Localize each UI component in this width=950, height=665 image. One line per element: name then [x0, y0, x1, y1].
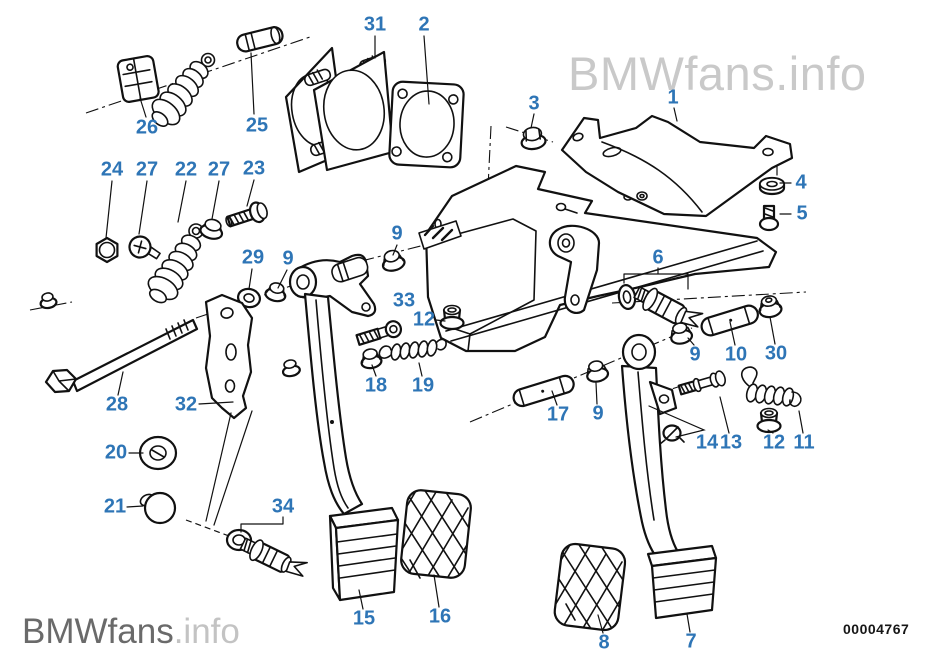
small-nut-left-edge: [39, 292, 58, 310]
part-label-8: 8: [598, 631, 610, 654]
conical-spring-upper: [151, 52, 216, 127]
grommet-part12-right: [756, 407, 782, 434]
part-label-2: 2: [418, 13, 430, 36]
bushing-part9-brake-left: [586, 360, 610, 383]
site-logo: BMWfans.info: [22, 612, 240, 652]
bushing-part9-clutch: [381, 249, 406, 272]
bolt-part33: [355, 320, 403, 346]
part-label-34: 34: [271, 495, 295, 518]
part-label-22: 22: [174, 158, 198, 181]
part-label-9-brake-left: 9: [592, 402, 604, 425]
flange-plate-part2: [388, 80, 465, 169]
site-logo-suffix: .info: [173, 612, 240, 651]
bushing-pin-part25: [236, 26, 284, 53]
part-label-27-left: 27: [135, 158, 159, 181]
clutch-switch-part34: [225, 528, 308, 577]
brake-switch-part6: [617, 284, 704, 328]
pedal-rubber-part16: [399, 488, 473, 580]
clutch-pedal-part15: [303, 292, 400, 602]
clutch-pedal-lever: [288, 253, 377, 318]
screw-part27-left: [128, 235, 161, 260]
part-label-28: 28: [105, 393, 129, 416]
washer-part29: [236, 287, 262, 309]
part-label-23: 23: [242, 157, 266, 180]
part-label-3: 3: [528, 92, 540, 115]
washer-part4: [758, 176, 786, 196]
part-label-33: 33: [392, 289, 416, 312]
mounting-plate-part31: [284, 46, 395, 174]
part-label-6: 6: [652, 246, 664, 269]
bolt-part5: [758, 204, 780, 232]
part-label-26: 26: [135, 116, 159, 139]
return-spring-part19: [378, 338, 447, 361]
spring-clip-part26: [116, 55, 160, 103]
bolt-part23: [225, 201, 268, 228]
stop-bolt-part13: [677, 370, 726, 396]
plug-part21: [139, 491, 177, 525]
return-spring-part11: [740, 366, 802, 407]
push-rod-part10: [700, 304, 759, 337]
part-label-20: 20: [104, 441, 128, 464]
part-label-24: 24: [100, 158, 124, 181]
part-label-11: 11: [793, 431, 815, 454]
part-label-15: 15: [352, 607, 376, 630]
brake-pedal-part7: [620, 333, 718, 620]
part-label-27-right: 27: [207, 158, 231, 181]
grommet-part20: [138, 435, 178, 471]
part-label-29: 29: [241, 246, 265, 269]
watermark-top: BMWfans.info: [568, 47, 867, 100]
flange-nut-part30: [758, 295, 783, 319]
bushing-part9-washer: [264, 282, 287, 303]
part-label-25: 25: [245, 114, 269, 137]
flange-nut-part27-right: [199, 218, 224, 240]
support-bracket-part1: [560, 114, 794, 218]
part-label-1: 1: [667, 86, 679, 109]
part-label-12-left: 12: [412, 308, 436, 331]
image-code: 00004767: [843, 621, 910, 637]
part-label-12-right: 12: [762, 431, 786, 454]
part-label-16: 16: [428, 605, 452, 628]
part-label-21: 21: [103, 495, 127, 518]
carrier-bell-crank-lever: [548, 224, 601, 314]
part-label-4: 4: [795, 171, 807, 194]
nut-part3: [520, 126, 547, 151]
conical-spring-part22: [147, 223, 204, 304]
bracket-plate-part32: [204, 293, 254, 420]
part-label-17: 17: [546, 403, 570, 426]
bushing-part9-brake-right: [670, 322, 694, 345]
part-label-9-washer: 9: [282, 247, 294, 270]
part-label-32: 32: [174, 393, 198, 416]
pedal-rubber-part8: [553, 542, 627, 632]
nut-part18: [360, 348, 383, 370]
part-label-9-brake-right: 9: [689, 343, 701, 366]
part-label-5: 5: [796, 202, 808, 225]
site-logo-brand: BMWfans: [22, 612, 174, 651]
part-label-13: 13: [719, 431, 743, 454]
part-label-9-clutch: 9: [391, 222, 403, 245]
part-label-31: 31: [363, 13, 387, 36]
leader-lines: [105, 35, 804, 634]
part-label-10: 10: [724, 343, 748, 366]
pivot-bolt-part28: [44, 318, 199, 394]
small-nut-beam: [281, 359, 301, 378]
hex-nut-part24: [95, 236, 119, 264]
pivot-sleeve-part17: [512, 374, 575, 408]
part-label-30: 30: [764, 342, 788, 365]
part-label-7: 7: [685, 630, 697, 653]
grommet-part12-left: [439, 304, 465, 331]
part-label-19: 19: [411, 374, 435, 397]
part-label-18: 18: [364, 374, 388, 397]
part-label-14: 14: [695, 431, 719, 454]
